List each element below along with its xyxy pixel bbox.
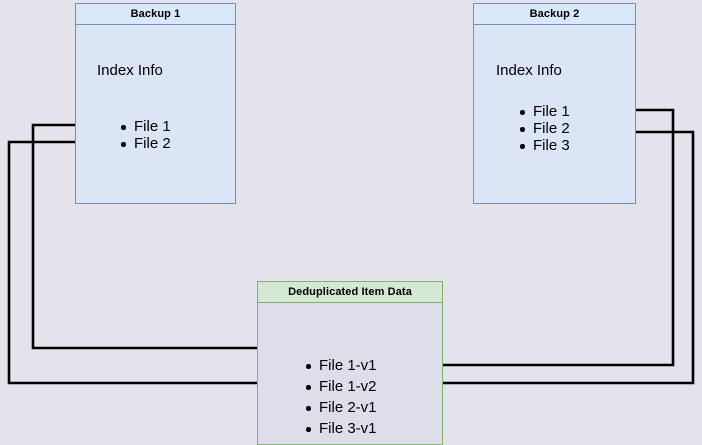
- backup-1-file-list: File 1 File 2: [119, 118, 171, 152]
- backup-1-body: Index Info File 1 File 2: [76, 25, 235, 203]
- dedup-item[interactable]: File 3-v1: [304, 418, 377, 439]
- backup-2-index-label: Index Info: [496, 62, 562, 79]
- dedup-item-list: File 1-v1 File 1-v2 File 2-v1 File 3-v1: [304, 355, 377, 439]
- backup-2-file-item[interactable]: File 2: [518, 120, 570, 137]
- backup-2-box[interactable]: Backup 2 Index Info File 1 File 2 File 3: [473, 3, 636, 204]
- dedup-item[interactable]: File 1-v1: [304, 355, 377, 376]
- backup-2-file-list: File 1 File 2 File 3: [518, 103, 570, 154]
- connector-backup1-file2: [7, 140, 299, 387]
- backup-1-box[interactable]: Backup 1 Index Info File 1 File 2: [75, 3, 236, 204]
- backup-2-body: Index Info File 1 File 2 File 3: [474, 25, 635, 203]
- dedup-item[interactable]: File 1-v2: [304, 376, 377, 397]
- backup-2-title: Backup 2: [474, 4, 635, 25]
- backup-1-title: Backup 1: [76, 4, 235, 25]
- dedup-body: File 1-v1 File 1-v2 File 2-v1 File 3-v1: [258, 303, 442, 444]
- backup-1-file-item[interactable]: File 1: [119, 118, 171, 135]
- deduplicated-item-data-box[interactable]: Deduplicated Item Data File 1-v1 File 1-…: [257, 281, 443, 445]
- dedup-item[interactable]: File 2-v1: [304, 397, 377, 418]
- dedup-title: Deduplicated Item Data: [258, 282, 442, 303]
- connector-backup2-file2: [391, 130, 695, 387]
- backup-1-index-label: Index Info: [97, 62, 163, 79]
- backup-2-file-item[interactable]: File 3: [518, 137, 570, 154]
- backup-1-file-item[interactable]: File 2: [119, 135, 171, 152]
- backup-2-file-item[interactable]: File 1: [518, 103, 570, 120]
